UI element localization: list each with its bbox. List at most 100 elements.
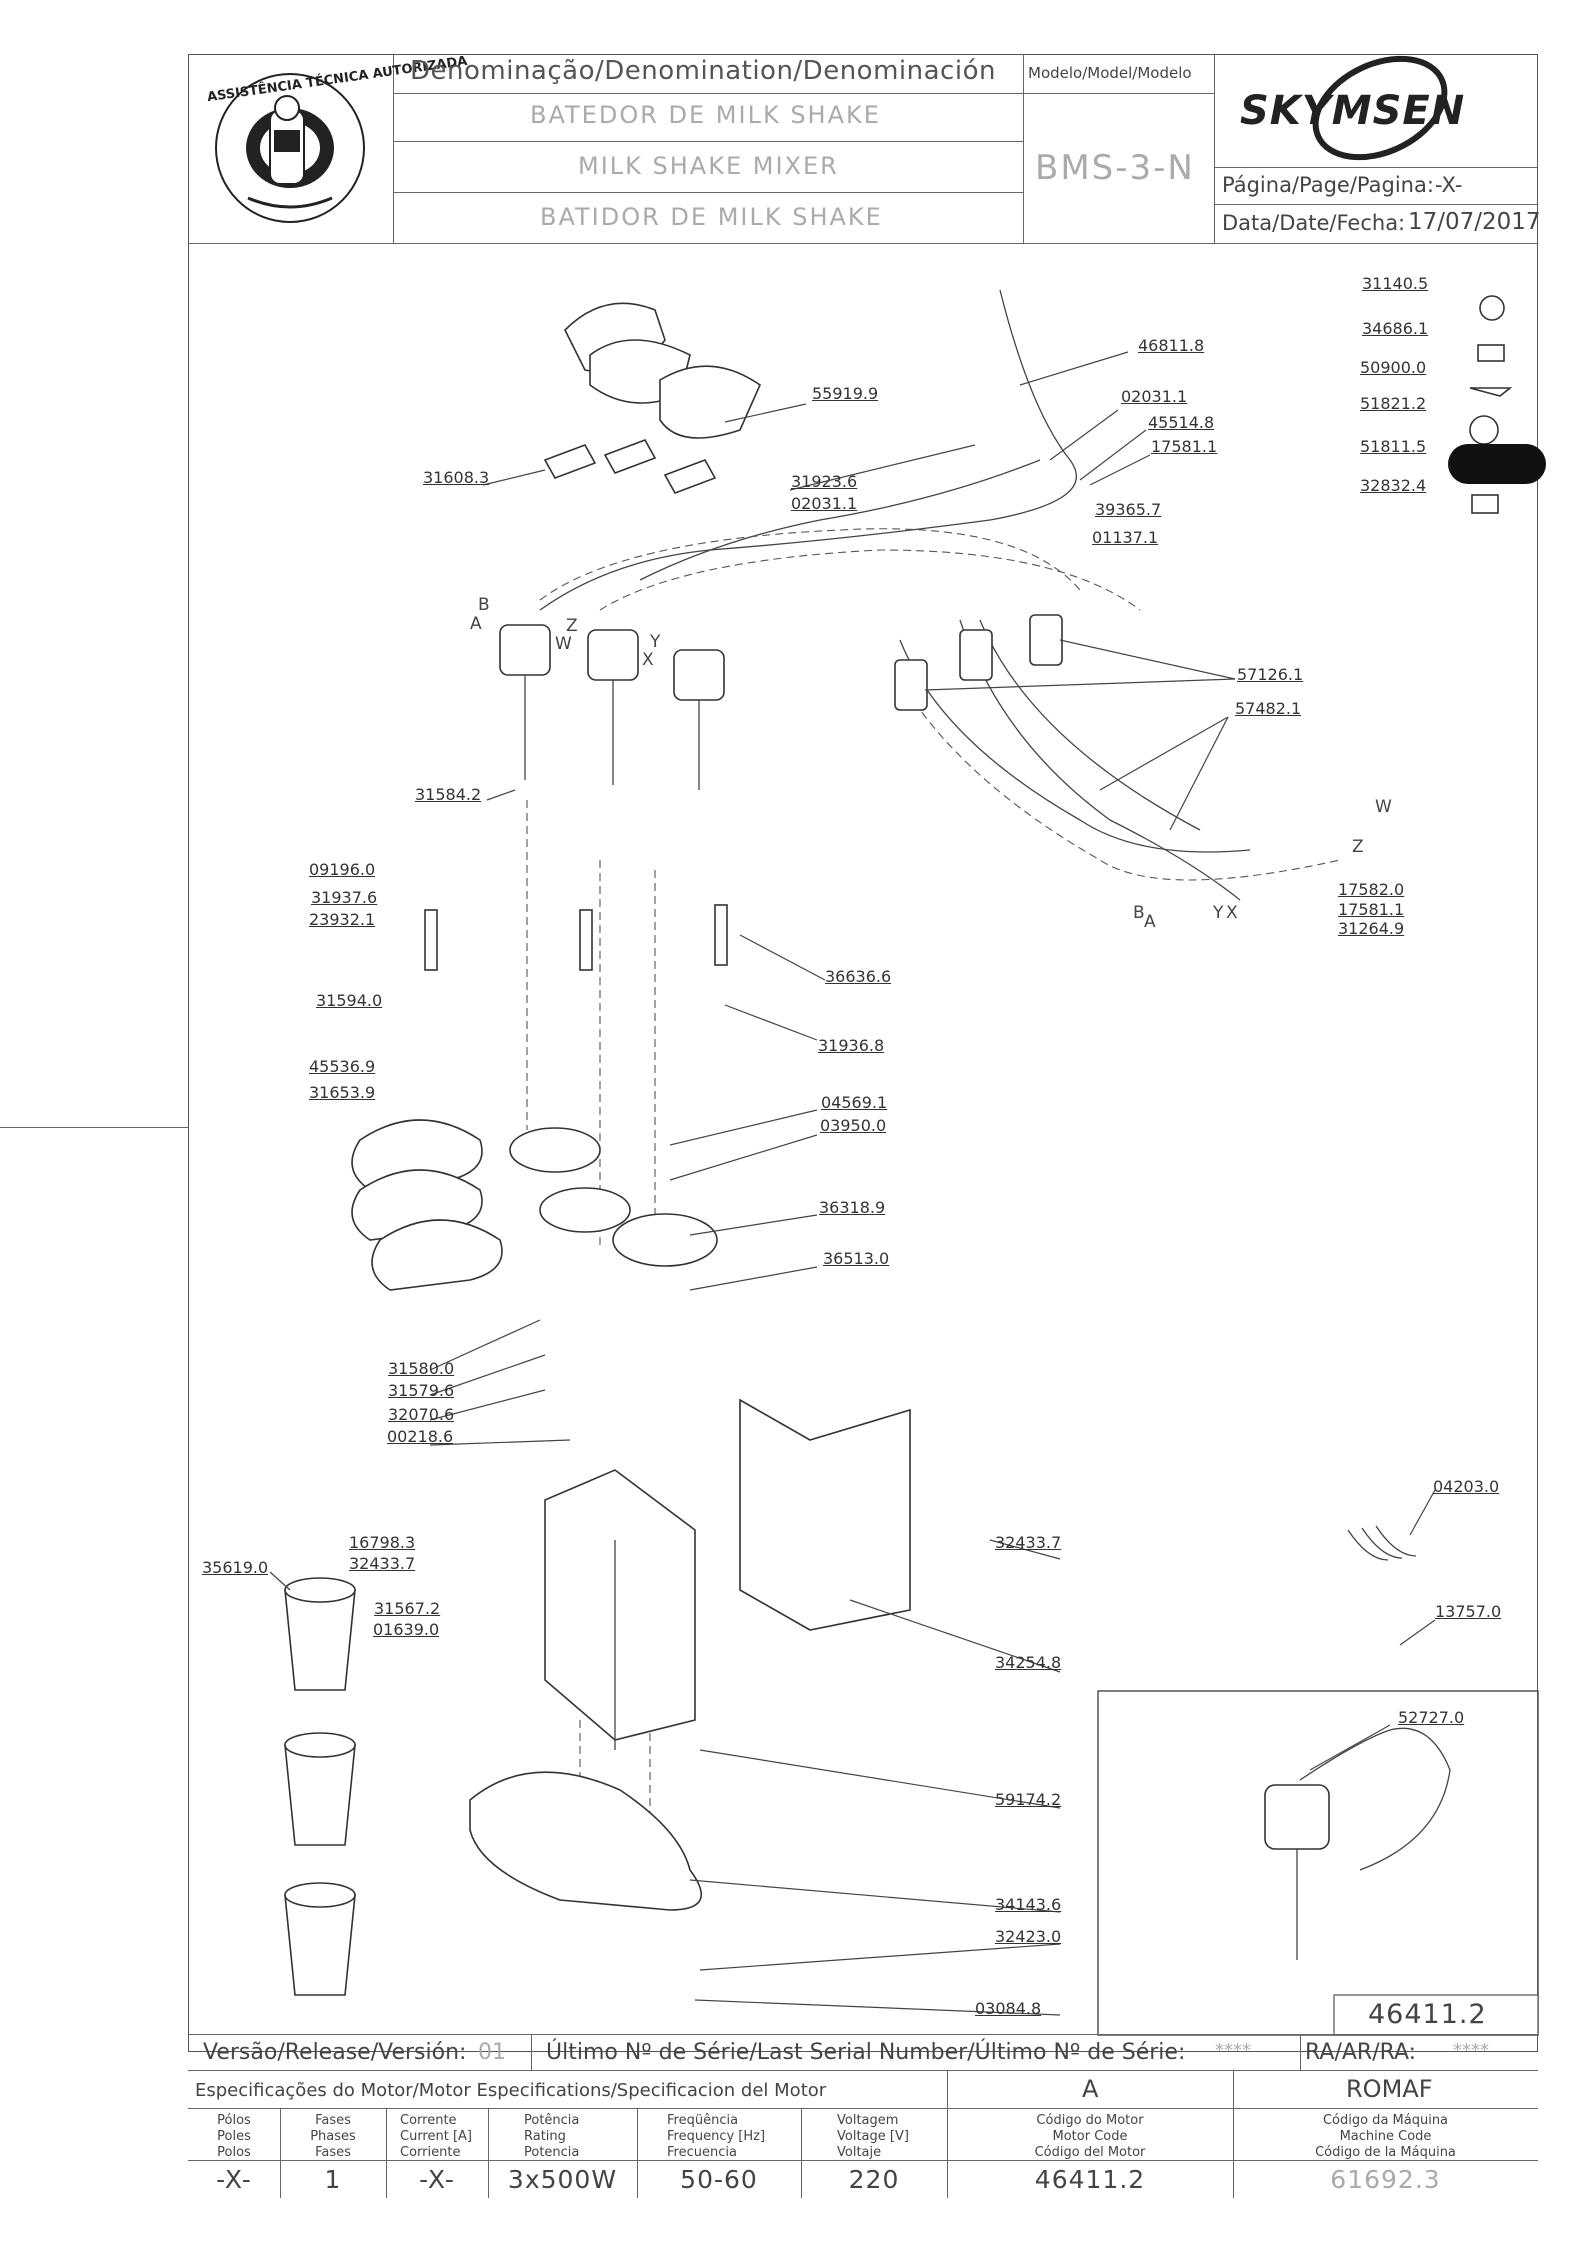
base-plate	[469, 1771, 702, 1911]
part-callout: 34143.6	[995, 1895, 1062, 1914]
denomination-title: Denominação/Denomination/Denominación	[410, 56, 996, 86]
brand-logo: SKYMSEN	[1240, 88, 1466, 134]
motor-maker: ROMAF	[1346, 2075, 1433, 2103]
part-callout: 55919.9	[812, 384, 879, 403]
part-callout: 17581.1	[1151, 437, 1218, 456]
part-callout: 03084.8	[975, 1999, 1042, 2018]
part-callout: 23932.1	[309, 910, 376, 929]
serial-label: Último Nº de Série/Last Serial Number/Úl…	[546, 2040, 1186, 2065]
wire-letter: A	[470, 614, 482, 634]
cups	[284, 1577, 356, 1996]
product-name-es: BATIDOR DE MILK SHAKE	[540, 203, 883, 231]
part-callout: 32433.7	[995, 1533, 1062, 1552]
part-callout: 31937.6	[311, 888, 378, 907]
part-callout: 32423.0	[995, 1927, 1062, 1946]
motor-spec-label: Especificações do Motor/Motor Especifica…	[195, 2080, 827, 2101]
part-callout: 31936.8	[818, 1036, 885, 1055]
page-label: Página/Page/Pagina:	[1222, 173, 1434, 197]
wire-letter: Z	[1352, 837, 1364, 857]
wire-letter: W	[555, 634, 572, 654]
spec-value-poles: -X-	[216, 2165, 252, 2194]
drip-trays	[351, 1119, 503, 1291]
product-name-en: MILK SHAKE MIXER	[578, 152, 839, 180]
accessory-icons	[1448, 295, 1546, 514]
wire-letter: X	[1226, 903, 1238, 923]
part-callout: 36636.6	[825, 967, 892, 986]
part-callout: 35619.0	[202, 1558, 269, 1577]
ra-label: RA/AR/RA:	[1305, 2040, 1417, 2065]
spec-value-rating: 3x500W	[507, 2165, 618, 2194]
part-callout: 13757.0	[1435, 1602, 1502, 1621]
part-callout: 31264.9	[1338, 919, 1405, 938]
serial-value: ****	[1215, 2040, 1251, 2061]
part-callout: 51821.2	[1360, 394, 1427, 413]
part-callout: 01137.1	[1092, 528, 1159, 547]
motor-spec-letter: A	[1082, 2075, 1099, 2103]
spec-value-machine-code: 61692.3	[1330, 2165, 1441, 2194]
part-callout: 31594.0	[316, 991, 383, 1010]
part-callout: 45514.8	[1148, 413, 1215, 432]
part-callout: 32433.7	[349, 1554, 416, 1573]
wire-letter: B	[478, 595, 490, 615]
part-callout: 02031.1	[791, 494, 858, 513]
ra-value: ****	[1453, 2040, 1489, 2061]
spec-value-current: -X-	[419, 2165, 455, 2194]
model-code: BMS-3-N	[1035, 148, 1195, 188]
side-panel	[739, 1398, 911, 1631]
date-value: 17/07/2017	[1408, 209, 1541, 235]
part-callout: 57482.1	[1235, 699, 1302, 718]
part-callout: 01639.0	[373, 1620, 440, 1639]
part-callout: 45536.9	[309, 1057, 376, 1076]
part-callout: 00218.6	[387, 1427, 454, 1446]
part-callout: 32832.4	[1360, 476, 1427, 495]
version-label: Versão/Release/Versión:	[203, 2040, 467, 2065]
part-callout: 31923.6	[791, 472, 858, 491]
page-margin-line	[0, 1127, 188, 1128]
product-name-pt: BATEDOR DE MILK SHAKE	[530, 101, 881, 129]
part-callout: 46811.8	[1138, 336, 1205, 355]
part-callout: 51811.5	[1360, 437, 1427, 456]
part-callout: 34686.1	[1362, 319, 1429, 338]
part-callout: 36513.0	[823, 1249, 890, 1268]
part-callout: 16798.3	[349, 1533, 416, 1552]
model-title: Modelo/Model/Modelo	[1028, 64, 1192, 82]
part-callout: 31584.2	[415, 785, 482, 804]
part-callout: 02031.1	[1121, 387, 1188, 406]
part-callout: 17581.1	[1338, 900, 1405, 919]
exploded-view-drawing	[269, 289, 1546, 2036]
detail-motor	[1264, 1727, 1451, 1960]
switches	[894, 614, 1063, 711]
drawing-sheet	[188, 54, 1538, 2052]
column-body	[544, 1469, 696, 1750]
part-callout: 04569.1	[821, 1093, 888, 1112]
part-callout: 50900.0	[1360, 358, 1427, 377]
detail-box	[1097, 1690, 1539, 2036]
version-value: 01	[478, 2040, 506, 2065]
wire-letter: A	[1144, 912, 1156, 932]
wire-letter: Y	[1213, 903, 1224, 923]
springs	[1347, 1525, 1417, 1561]
part-callout: 39365.7	[1095, 500, 1162, 519]
wiring-harness	[539, 289, 1341, 901]
spec-value-motor-code: 46411.2	[1034, 2165, 1146, 2194]
wire-letter: Z	[566, 616, 578, 636]
wire-letter: W	[1375, 797, 1392, 817]
spec-value-voltage: 220	[848, 2165, 900, 2194]
wire-letter: Y	[650, 632, 661, 652]
part-callout: 31580.0	[388, 1359, 455, 1378]
clips	[543, 439, 717, 494]
spec-value-frequency: 50-60	[680, 2165, 758, 2194]
motors	[499, 624, 725, 790]
part-callout: 09196.0	[309, 860, 376, 879]
brand-logo-swoosh	[1312, 55, 1448, 161]
part-callout: 52727.0	[1398, 1708, 1465, 1727]
wire-letter: B	[1133, 903, 1145, 923]
part-callout: 34254.8	[995, 1653, 1062, 1672]
